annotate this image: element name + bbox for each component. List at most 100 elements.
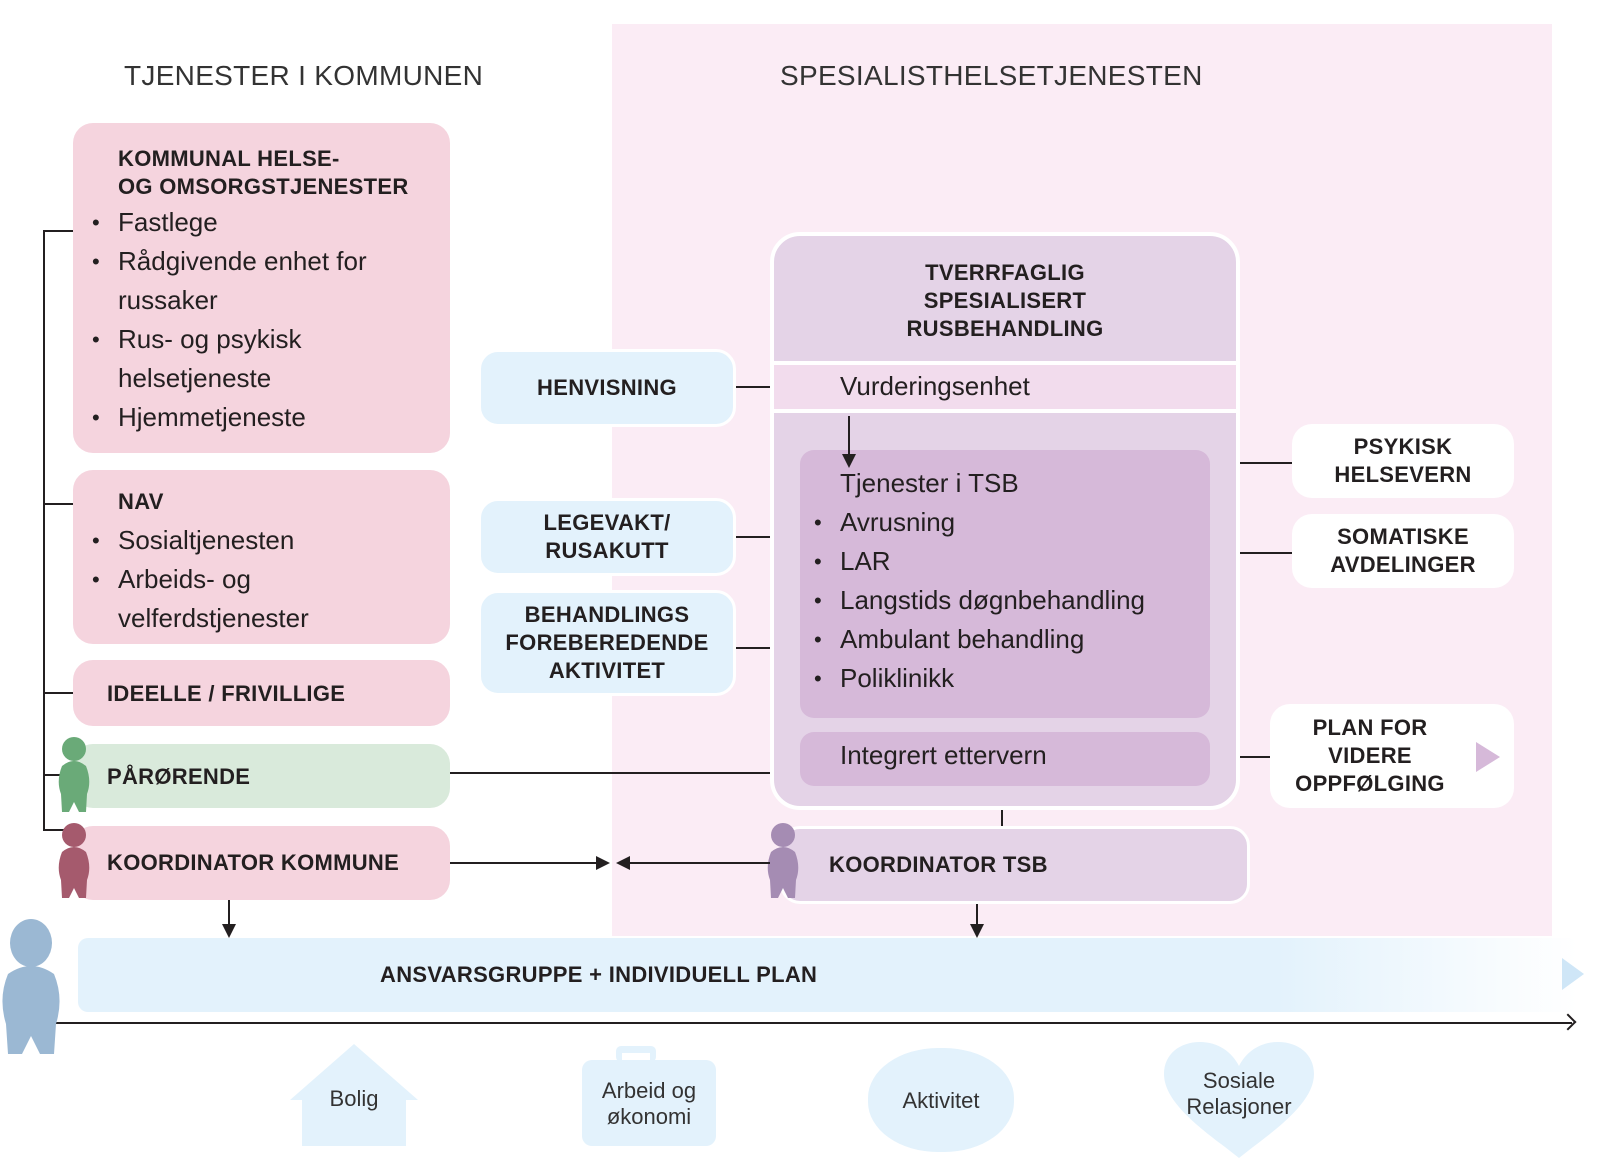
ettervern-label: Integrert ettervern: [840, 740, 1047, 770]
parorende-box: PÅRØRENDE: [73, 744, 450, 808]
list-item: Arbeids- og velferdstjenester: [90, 560, 420, 638]
behandlings-connector-line: [736, 647, 772, 649]
bolig-house-icon: Bolig: [288, 1042, 420, 1153]
arbeid-label-line1: Arbeid og: [601, 1078, 697, 1103]
psykisk-helsevern-box: PSYKISK HELSEVERN: [1292, 424, 1514, 498]
plan-line3: OPPFØLGING: [1295, 771, 1445, 796]
tsb-title: TVERRFAGLIG SPESIALISERT RUSBEHANDLING: [774, 256, 1236, 346]
sosiale-heart-icon: Sosiale Relasjoner: [1162, 1040, 1316, 1165]
connector-health: [43, 230, 73, 232]
connector-koordinator: [43, 829, 65, 831]
somatiske-avdelinger-label: SOMATISKE AVDELINGER: [1330, 523, 1476, 579]
patient-person-icon: [0, 918, 62, 1058]
psykisk-line2: HELSEVERN: [1334, 462, 1472, 487]
vurderingsenhet-label: Vurderingsenhet: [840, 371, 1030, 401]
parorende-connector-line: [450, 772, 772, 774]
behandlings-label-line1: BEHANDLINGS: [524, 602, 690, 627]
psykisk-line1: PSYKISK: [1353, 434, 1453, 459]
bolig-label: Bolig: [329, 1086, 379, 1111]
tsb-box: TVERRFAGLIG SPESIALISERT RUSBEHANDLING V…: [770, 232, 1240, 810]
plan-continue-triangle-icon: [1476, 742, 1500, 772]
tsb-services-box: Tjenester i TSB Avrusning LAR Langstids …: [800, 450, 1210, 718]
ideelle-box: IDEELLE / FRIVILLIGE: [73, 660, 450, 726]
municipal-health-title-line1: KOMMUNAL HELSE-: [118, 146, 340, 171]
vurderingsenhet-band: Vurderingsenhet: [774, 361, 1236, 413]
list-item: Langstids døgnbehandling: [812, 581, 1202, 620]
list-item: Rådgivende enhet for russaker: [90, 242, 420, 320]
plan-arrow-line: [1240, 756, 1284, 758]
koordinator-tsb-label: KOORDINATOR TSB: [829, 852, 1048, 877]
band-continue-triangle-icon: [1562, 958, 1584, 990]
koordinator-kommune-arrowhead: [596, 856, 610, 870]
municipal-health-title-line2: OG OMSORGSTJENESTER: [118, 174, 409, 199]
tsb-down-line: [976, 904, 978, 926]
legevakt-label: LEGEVAKT/ RUSAKUTT: [544, 509, 671, 565]
list-item: Ambulant behandling: [812, 620, 1202, 659]
list-item: Poliklinikk: [812, 659, 1202, 698]
municipal-health-title: KOMMUNAL HELSE- OG OMSORGSTJENESTER: [118, 145, 409, 201]
tsb-title-line3: RUSBEHANDLING: [906, 316, 1104, 341]
arbeid-label-line2: økonomi: [606, 1104, 692, 1129]
ettervern-box: Integrert ettervern: [800, 732, 1210, 786]
aktivitet-blob-icon: Aktivitet: [868, 1048, 1014, 1152]
plan-line2: VIDERE: [1328, 743, 1412, 768]
municipal-section-title: TJENESTER I KOMMUNEN: [124, 60, 484, 91]
tsb-title-line1: TVERRFAGLIG: [925, 260, 1085, 285]
connector-ideelle: [43, 692, 73, 694]
tsb-services-list: Avrusning LAR Langstids døgnbehandling A…: [812, 503, 1202, 698]
relative-person-icon: [57, 736, 91, 814]
legevakt-label-line2: RUSAKUTT: [545, 538, 669, 563]
koordinator-tsb-arrowhead: [616, 856, 630, 870]
vurdering-down-arrowhead: [842, 454, 856, 468]
koordinator-kommune-label: KOORDINATOR KOMMUNE: [107, 850, 400, 875]
specialist-section-title: SPESIALISTHELSETJENESTEN: [780, 60, 1203, 91]
tsb-down-arrowhead: [970, 924, 984, 938]
list-item: LAR: [812, 542, 1202, 581]
tsb-services-title: Tjenester i TSB: [840, 468, 1019, 498]
nav-title: NAV: [118, 489, 164, 514]
legevakt-label-line1: LEGEVAKT/: [543, 510, 671, 535]
municipal-coordinator-person-icon: [57, 822, 91, 900]
somatiske-avdelinger-box: SOMATISKE AVDELINGER: [1292, 514, 1514, 588]
sosiale-label: Sosiale Relasjoner: [1162, 1068, 1316, 1120]
behandlings-forberedende-label: BEHANDLINGS FOREBEREDENDE AKTIVITET: [505, 601, 708, 685]
arbeid-briefcase-icon: Arbeid og økonomi: [580, 1044, 718, 1153]
koordinator-kommune-box: KOORDINATOR KOMMUNE: [73, 826, 450, 900]
somatiske-line2: AVDELINGER: [1330, 552, 1476, 577]
timeline-axis: [52, 1022, 1572, 1024]
legevakt-arrow-line: [736, 536, 782, 538]
timeline-arrowhead: [1559, 1013, 1577, 1031]
behandlings-label-line3: AKTIVITET: [548, 658, 666, 683]
henvisning-label: HENVISNING: [537, 375, 677, 400]
aktivitet-label: Aktivitet: [902, 1088, 980, 1113]
connector-nav: [43, 503, 73, 505]
henvisning-arrow-line: [736, 386, 784, 388]
nav-list: Sosialtjenesten Arbeids- og velferdstjen…: [90, 521, 420, 638]
nav-box: NAV Sosialtjenesten Arbeids- og velferds…: [73, 470, 450, 644]
psykisk-connector: [1240, 462, 1292, 464]
list-item: Avrusning: [812, 503, 1202, 542]
psykisk-helsevern-label: PSYKISK HELSEVERN: [1334, 433, 1471, 489]
parorende-label: PÅRØRENDE: [107, 764, 251, 789]
arbeid-label: Arbeid og økonomi: [580, 1078, 718, 1130]
ansvarsgruppe-band: ANSVARSGRUPPE + INDIVIDUELL PLAN: [78, 938, 1578, 1012]
somatiske-line1: SOMATISKE: [1337, 524, 1469, 549]
kommune-down-arrowhead: [222, 924, 236, 938]
plan-line1: PLAN FOR: [1312, 715, 1428, 740]
ansvarsgruppe-label: ANSVARSGRUPPE + INDIVIDUELL PLAN: [380, 962, 818, 987]
tsb-coordinator-person-icon: [766, 822, 800, 900]
ideelle-label: IDEELLE / FRIVILLIGE: [107, 681, 346, 706]
koordinator-tsb-box: KOORDINATOR TSB: [780, 826, 1250, 904]
tsb-to-koordinator-line: [1001, 810, 1003, 828]
list-item: Sosialtjenesten: [90, 521, 420, 560]
sosiale-label-line2: Relasjoner: [1186, 1094, 1292, 1119]
koordinator-kommune-arrow-line: [450, 862, 596, 864]
kommune-down-line: [228, 900, 230, 926]
behandlings-forberedende-box: BEHANDLINGS FOREBEREDENDE AKTIVITET: [478, 590, 736, 696]
koordinator-tsb-arrow-line: [630, 862, 770, 864]
legevakt-box: LEGEVAKT/ RUSAKUTT: [478, 498, 736, 576]
henvisning-box: HENVISNING: [478, 349, 736, 427]
list-item: Fastlege: [90, 203, 420, 242]
plan-videre-oppfolging-box: PLAN FOR VIDERE OPPFØLGING: [1270, 704, 1514, 808]
municipal-health-list: Fastlege Rådgivende enhet for russaker R…: [90, 203, 420, 437]
